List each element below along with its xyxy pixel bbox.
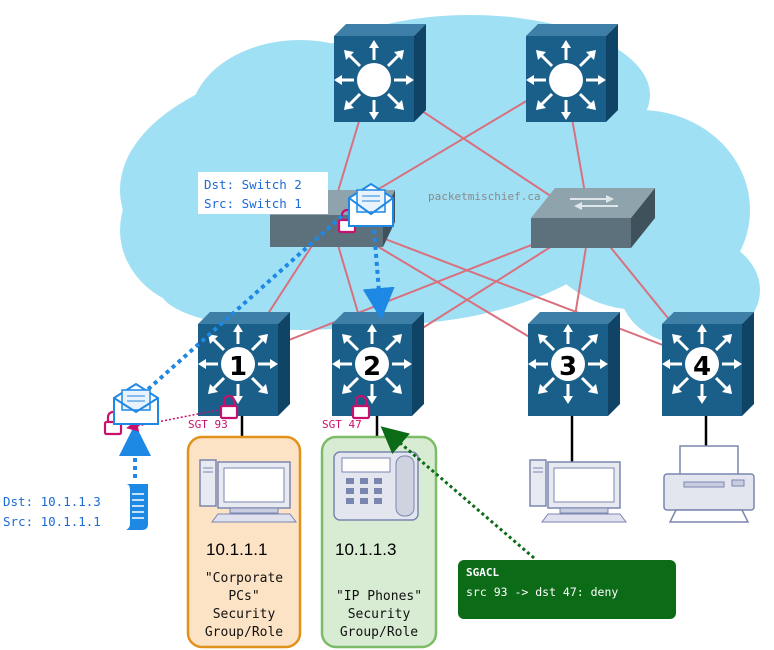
outer-header-box: Dst: Switch 2 Src: Switch 1 [198,172,328,214]
outer-src: Src: Switch 1 [204,196,302,211]
encapsulated-packet-icon [113,382,159,425]
sgt-label-switch-1: SGT 93 [188,418,228,431]
access-switch-2: 2 [330,312,424,416]
packet-scroll-icon [126,484,148,530]
switch-number-1: 1 [229,352,247,382]
desktop-pc-icon [199,459,297,523]
inner-src: Src: 10.1.1.1 [3,514,101,529]
printer-icon [663,445,755,523]
pc-group-line2: Security [212,607,276,622]
switch-number-4: 4 [693,352,711,382]
pc-group-name: "Corporate PCs" Security Group/Role [188,570,300,642]
pc-group-title: "Corporate PCs" [204,571,284,604]
desktop-pc-icon [529,459,627,523]
inner-dst: Dst: 10.1.1.3 [3,494,101,509]
core-router-2 [524,24,618,122]
access-switch-4: 4 [660,312,754,416]
pc-ip-address: 10.1.1.1 [206,540,268,559]
core-router-1 [332,24,426,122]
sgt-label-switch-2: SGT 47 [322,418,362,431]
watermark: packetmischief.ca [428,190,541,203]
phone-group-title: "IP Phones" [335,589,423,604]
distribution-switch-2 [531,188,655,248]
access-switch-3: 3 [526,312,620,416]
phone-group-line3: Group/Role [339,625,419,640]
sgacl-enforcement-arrow [380,426,535,560]
phone-group-line2: Security [347,607,411,622]
phone-ip-address: 10.1.1.3 [335,540,397,559]
ip-phone-icon [333,451,419,521]
sgacl-title: SGACL [466,566,500,579]
sgacl-rule: src 93 -> dst 47: deny [466,585,619,599]
switch-number-3: 3 [559,352,577,382]
phone-group-name: "IP Phones" Security Group/Role [322,588,436,642]
sgacl-box: SGACL src 93 -> dst 47: deny [458,560,676,619]
host-links [240,416,708,462]
switch-number-2: 2 [363,352,381,382]
pc-group-line3: Group/Role [204,625,284,640]
packet-path-blue [119,214,395,478]
access-switch-1: 1 [196,312,290,416]
encapsulated-packet-icon [348,182,394,227]
outer-dst: Dst: Switch 2 [204,177,302,192]
